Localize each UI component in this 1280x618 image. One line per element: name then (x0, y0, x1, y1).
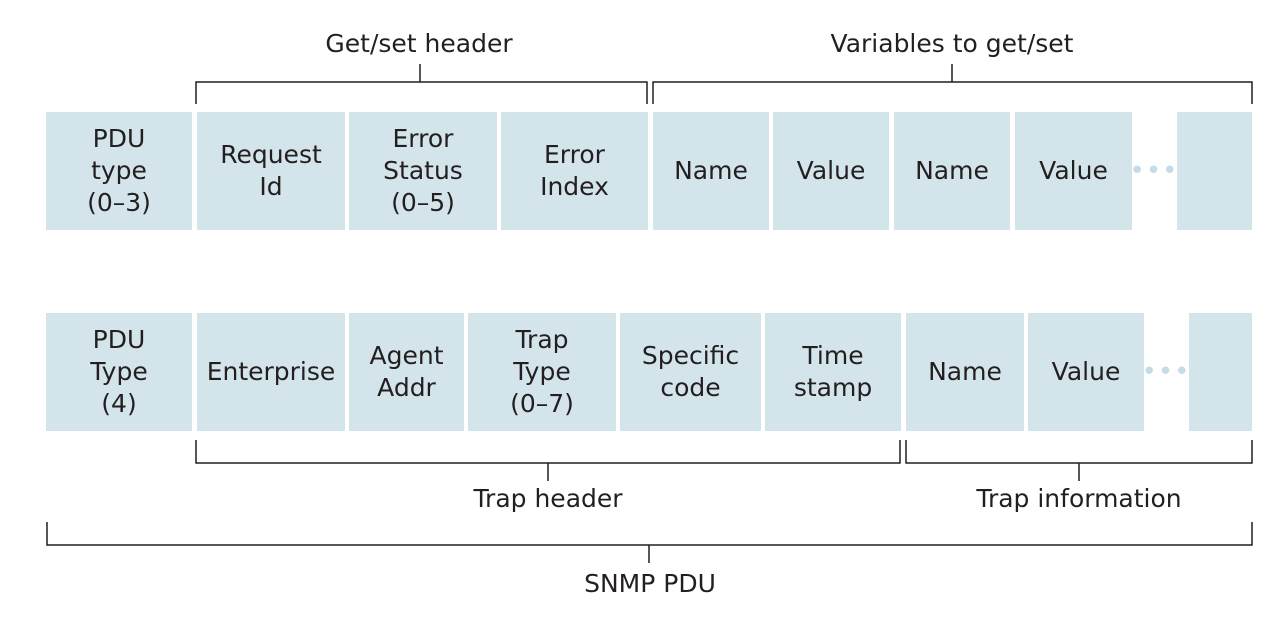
error-status-field: Error Status (0–5) (349, 112, 497, 230)
snmp-pdu-bracket (46, 522, 1253, 563)
agent-addr-field: Agent Addr (349, 313, 464, 431)
pdu-type-field: PDU type (0–3) (46, 112, 192, 230)
variable-trailing-field (1189, 313, 1252, 431)
get-set-header-bracket (195, 64, 648, 104)
get-set-header-label: Get/set header (325, 29, 513, 58)
variables-to-get-set-label: Variables to get/set (830, 29, 1074, 58)
variable-name-field: Name (894, 112, 1010, 230)
variable-value-field: Value (1028, 313, 1144, 431)
trap-type-field: Trap Type (0–7) (468, 313, 616, 431)
time-stamp-field: Time stamp (765, 313, 901, 431)
pdu-type-field: PDU Type (4) (46, 313, 192, 431)
error-index-field: Error Index (501, 112, 648, 230)
enterprise-field: Enterprise (197, 313, 345, 431)
variables-bracket (652, 64, 1253, 104)
variable-name-field: Name (653, 112, 769, 230)
trap-information-bracket (905, 440, 1253, 481)
variable-value-field: Value (773, 112, 889, 230)
variable-trailing-field (1177, 112, 1252, 230)
specific-code-field: Specific code (620, 313, 761, 431)
variable-name-field: Name (906, 313, 1024, 431)
trap-header-label: Trap header (473, 484, 623, 513)
trap-information-label: Trap information (976, 484, 1182, 513)
ellipsis-icon: ••• (1129, 156, 1179, 186)
snmp-pdu-label: SNMP PDU (584, 569, 716, 598)
request-id-field: Request Id (197, 112, 345, 230)
ellipsis-icon: ••• (1141, 357, 1191, 387)
variable-value-field: Value (1015, 112, 1132, 230)
trap-header-bracket (195, 440, 901, 481)
